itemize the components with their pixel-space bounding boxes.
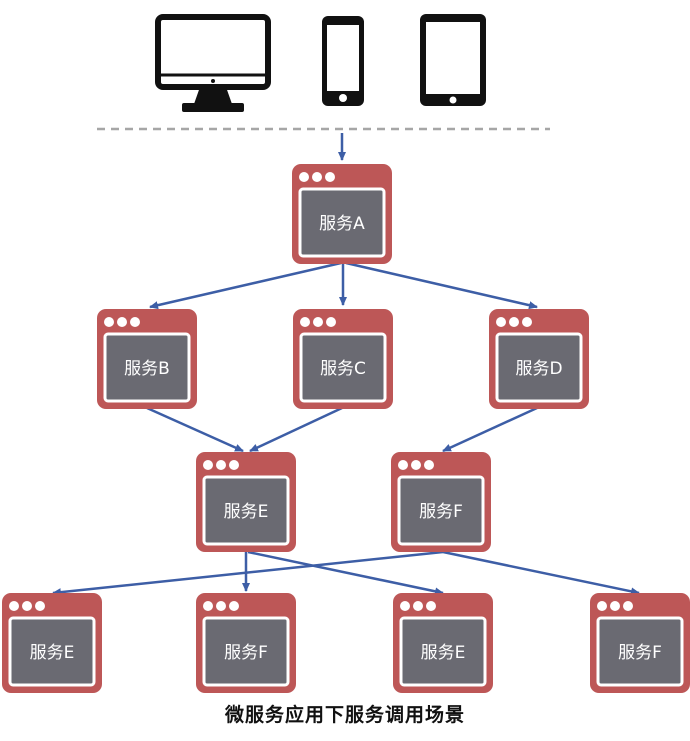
node-inner-panel xyxy=(495,332,583,403)
node-label: 服务C xyxy=(320,359,366,379)
tablet-icon xyxy=(420,14,486,106)
edge-a-b xyxy=(149,261,342,310)
edge-e1-e3 xyxy=(247,550,444,596)
window-dot-icon xyxy=(411,460,421,470)
service-node-e3: 服务E xyxy=(393,593,493,693)
service-node-d: 服务D xyxy=(489,309,589,409)
service-node-a: 服务A xyxy=(292,164,392,264)
diagram-caption: 微服务应用下服务调用场景 xyxy=(224,704,465,726)
node-inner-panel xyxy=(399,616,487,687)
window-dot-icon xyxy=(313,317,323,327)
edge-a-d xyxy=(345,261,538,310)
window-dot-icon xyxy=(413,601,423,611)
window-dot-icon xyxy=(300,317,310,327)
window-dot-icon xyxy=(35,601,45,611)
node-layer: 服务A 服务B 服务C 服务D 服务E 服务F 服务E 服务F 服务E 服务F xyxy=(2,164,690,693)
edge-f1-f3 xyxy=(442,550,640,596)
window-dot-icon xyxy=(229,460,239,470)
node-inner-panel xyxy=(8,616,96,687)
node-label: 服务F xyxy=(224,643,268,663)
window-dot-icon xyxy=(398,460,408,470)
window-dot-icon xyxy=(216,460,226,470)
phone-icon xyxy=(322,16,364,106)
window-dot-icon xyxy=(325,172,335,182)
node-inner-panel xyxy=(298,187,386,258)
window-dot-icon xyxy=(522,317,532,327)
node-inner-panel xyxy=(596,616,684,687)
window-dot-icon xyxy=(610,601,620,611)
window-dot-icon xyxy=(312,172,322,182)
node-inner-panel xyxy=(397,475,485,546)
window-dot-icon xyxy=(22,601,32,611)
window-dot-icon xyxy=(117,317,127,327)
node-label: 服务A xyxy=(319,214,365,234)
service-node-b: 服务B xyxy=(97,309,197,409)
node-label: 服务E xyxy=(224,502,269,522)
window-dot-icon xyxy=(216,601,226,611)
node-label: 服务D xyxy=(515,359,562,379)
node-inner-panel xyxy=(103,332,191,403)
node-label: 服务F xyxy=(419,502,463,522)
node-label: 服务E xyxy=(421,643,466,663)
window-dot-icon xyxy=(9,601,19,611)
window-dot-icon xyxy=(597,601,607,611)
monitor-icon xyxy=(155,14,271,112)
window-dot-icon xyxy=(326,317,336,327)
window-dot-icon xyxy=(623,601,633,611)
window-dot-icon xyxy=(130,317,140,327)
edge-layer xyxy=(52,133,640,597)
service-node-f1: 服务F xyxy=(391,452,491,552)
edge-b-e1 xyxy=(146,406,244,453)
window-dot-icon xyxy=(400,601,410,611)
node-inner-panel xyxy=(202,616,290,687)
service-node-f3: 服务F xyxy=(590,593,690,693)
window-dot-icon xyxy=(299,172,309,182)
window-dot-icon xyxy=(104,317,114,327)
window-dot-icon xyxy=(509,317,519,327)
edge-f1-e2 xyxy=(52,550,444,597)
node-label: 服务E xyxy=(30,643,75,663)
window-dot-icon xyxy=(424,460,434,470)
node-inner-panel xyxy=(299,332,387,403)
node-inner-panel xyxy=(202,475,290,546)
node-label: 服务F xyxy=(618,643,662,663)
edge-d-f1 xyxy=(442,406,538,453)
window-dot-icon xyxy=(203,601,213,611)
edge-c-e1 xyxy=(249,406,343,453)
window-dot-icon xyxy=(426,601,436,611)
service-node-c: 服务C xyxy=(293,309,393,409)
service-node-f2: 服务F xyxy=(196,593,296,693)
window-dot-icon xyxy=(496,317,506,327)
window-dot-icon xyxy=(229,601,239,611)
node-label: 服务B xyxy=(124,359,170,379)
service-node-e2: 服务E xyxy=(2,593,102,693)
service-node-e1: 服务E xyxy=(196,452,296,552)
window-dot-icon xyxy=(203,460,213,470)
